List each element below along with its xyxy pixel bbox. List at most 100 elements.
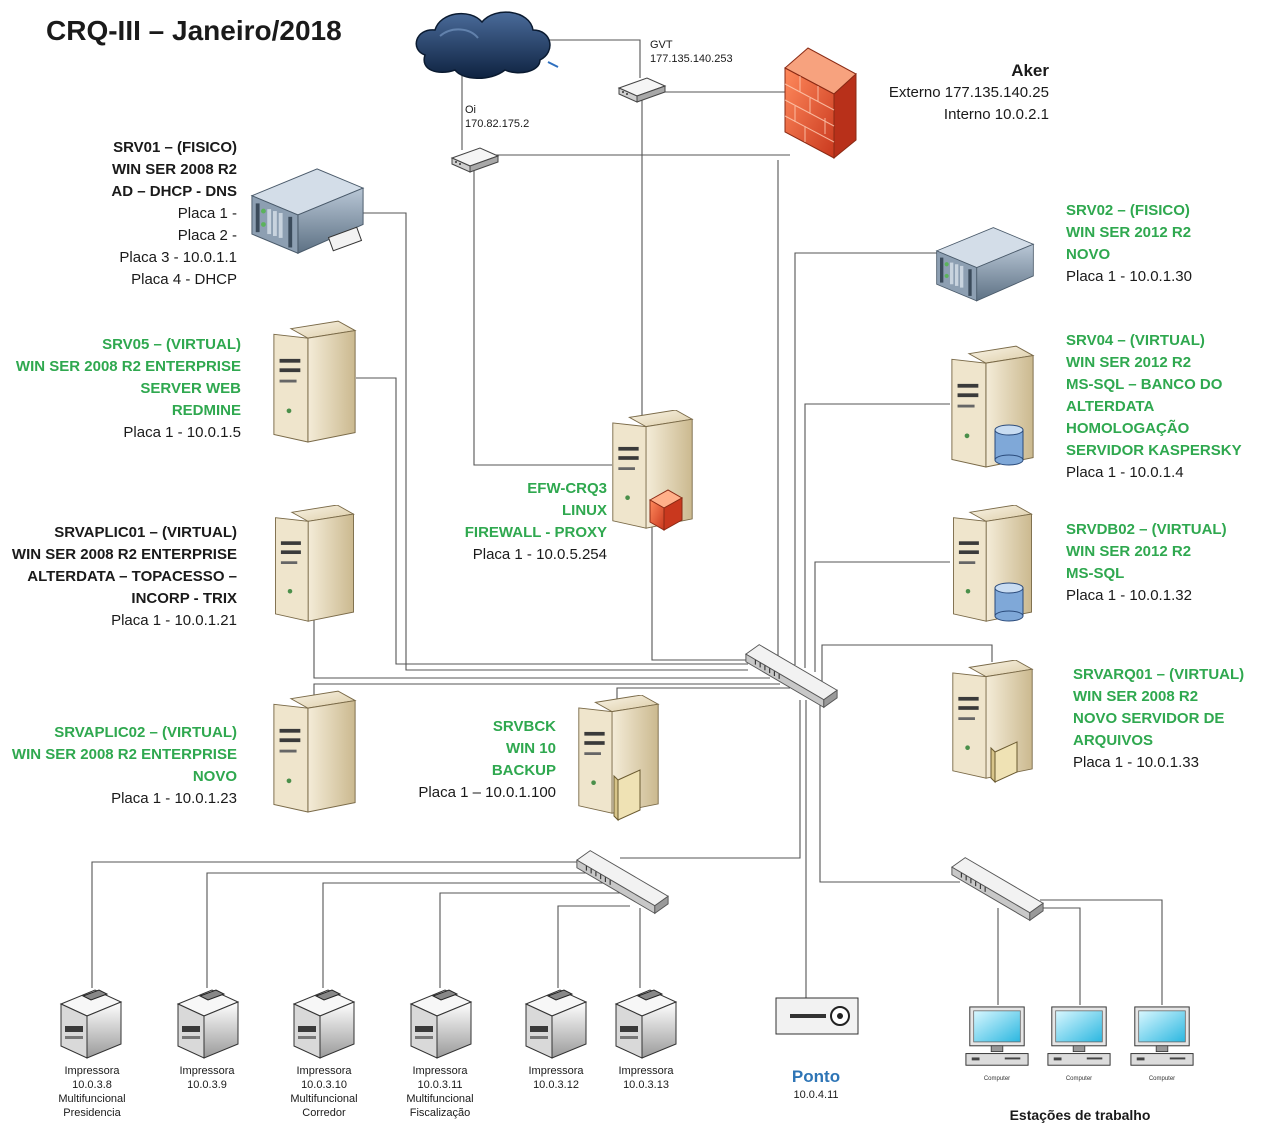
srvarq01-line: NOVO SERVIDOR DE — [1073, 710, 1225, 727]
oi-name: Oi — [465, 104, 476, 116]
page-title: CRQ-III – Janeiro/2018 — [46, 15, 342, 46]
srvarq01-line: SRVARQ01 – (VIRTUAL) — [1073, 666, 1245, 683]
srv01-line: SRV01 – (FISICO) — [113, 139, 237, 156]
printer-icon — [615, 989, 677, 1059]
efw-line: FIREWALL - PROXY — [464, 524, 607, 541]
printer-label: Impressora 10.0.3.9 — [157, 1064, 257, 1092]
computer-label: Computer — [1065, 1076, 1093, 1082]
printer-line: Impressora — [296, 1065, 352, 1077]
oi-ip: 170.82.175.2 — [465, 118, 530, 130]
printer-line: 10.0.3.9 — [187, 1079, 227, 1091]
printer-icon — [525, 989, 587, 1059]
computer-icon — [1130, 1006, 1194, 1066]
core-switch-icon — [745, 644, 838, 708]
printer-line: Presidencia — [63, 1107, 121, 1119]
srvaplic01-line: INCORP - TRIX — [131, 590, 237, 607]
printer-line: Multifuncional — [58, 1093, 126, 1105]
workstations-caption: Estações de trabalho — [1009, 1107, 1151, 1123]
srv04-label: SRV04 – (VIRTUAL) WIN SER 2012 R2 MS-SQL… — [1066, 330, 1242, 484]
printer-line: Impressora — [64, 1065, 120, 1077]
oi-modem-icon — [451, 147, 499, 173]
srvdb02-line: MS-SQL — [1066, 565, 1125, 582]
printer-icon — [410, 989, 472, 1059]
srvaplic01-placa: Placa 1 - 10.0.1.21 — [111, 612, 237, 629]
printer-label: Impressora 10.0.3.11 Multifuncional Fisc… — [388, 1064, 492, 1120]
srv01-placa: Placa 3 - 10.0.1.1 — [119, 249, 237, 266]
ponto-label: Ponto 10.0.4.11 — [766, 1066, 866, 1102]
srv01-placa: Placa 4 - DHCP — [131, 271, 237, 288]
printer-icon — [293, 989, 355, 1059]
printer-line: 10.0.3.8 — [72, 1079, 112, 1091]
srvaplic02-line: NOVO — [192, 768, 237, 785]
printer-line: Impressora — [179, 1065, 235, 1077]
srvaplic02-placa: Placa 1 - 10.0.1.23 — [111, 790, 237, 807]
printer-line: 10.0.3.13 — [623, 1079, 669, 1091]
srv01-label: SRV01 – (FISICO) WIN SER 2008 R2 AD – DH… — [111, 137, 237, 291]
srv05-placa: Placa 1 - 10.0.1.5 — [123, 424, 241, 441]
computer-label: Computer — [1148, 1076, 1176, 1082]
srvaplic02-line: SRVAPLIC02 – (VIRTUAL) — [54, 724, 237, 741]
efw-firewall-badge-icon — [648, 489, 684, 531]
ponto-name: Ponto — [791, 1067, 841, 1086]
srvbck-folder-icon — [613, 769, 641, 822]
srv04-line: SRV04 – (VIRTUAL) — [1066, 332, 1205, 349]
srv02-line: WIN SER 2012 R2 — [1066, 224, 1192, 241]
aker-label: Aker Externo 177.135.140.25 Interno 10.0… — [889, 60, 1049, 126]
printer-line: Fiscalização — [409, 1107, 471, 1119]
srv05-line: SERVER WEB — [140, 380, 241, 397]
printer-label: Impressora 10.0.3.13 — [598, 1064, 694, 1092]
printer-label: Impressora 10.0.3.8 Multifuncional Presi… — [40, 1064, 144, 1120]
srvarq01-folder-icon — [990, 741, 1018, 784]
aker-interno: Interno 10.0.2.1 — [943, 106, 1049, 123]
srvdb02-line: WIN SER 2012 R2 — [1066, 543, 1192, 560]
aker-name: Aker — [1011, 61, 1049, 80]
computer-icon — [1047, 1006, 1111, 1066]
srvaplic02-line: WIN SER 2008 R2 ENTERPRISE — [11, 746, 237, 763]
srv05-server-icon — [273, 320, 356, 443]
srvbck-line: WIN 10 — [505, 740, 556, 757]
srvarq01-placa: Placa 1 - 10.0.1.33 — [1073, 754, 1199, 771]
srv05-line: REDMINE — [171, 402, 241, 419]
ponto-ip: 10.0.4.11 — [793, 1089, 839, 1101]
efw-line: EFW-CRQ3 — [527, 480, 607, 497]
gvt-modem-icon — [618, 77, 666, 103]
srv05-label: SRV05 – (VIRTUAL) WIN SER 2008 R2 ENTERP… — [16, 334, 241, 444]
gvt-ip: 177.135.140.253 — [650, 53, 733, 65]
srvaplic01-label: SRVAPLIC01 – (VIRTUAL) WIN SER 2008 R2 E… — [12, 522, 237, 632]
printer-line: Multifuncional — [406, 1093, 474, 1105]
srv05-line: SRV05 – (VIRTUAL) — [102, 336, 241, 353]
gvt-label: GVT 177.135.140.253 — [650, 38, 733, 66]
srv04-line: WIN SER 2012 R2 — [1066, 354, 1192, 371]
srvdb02-database-icon — [994, 582, 1024, 622]
srv05-line: WIN SER 2008 R2 ENTERPRISE — [15, 358, 241, 375]
printer-line: Multifuncional — [290, 1093, 358, 1105]
srvaplic02-server-icon — [273, 690, 356, 813]
aker-externo: Externo 177.135.140.25 — [888, 84, 1049, 101]
printer-icon — [177, 989, 239, 1059]
srvdb02-placa: Placa 1 - 10.0.1.32 — [1066, 587, 1192, 604]
computer-icon — [965, 1006, 1029, 1066]
printer-line: Impressora — [412, 1065, 468, 1077]
srvbck-line: SRVBCK — [492, 718, 556, 735]
oi-label: Oi 170.82.175.2 — [465, 103, 529, 131]
srvarq01-line: ARQUIVOS — [1073, 732, 1154, 749]
printer-line: Corredor — [302, 1107, 346, 1119]
srv01-placa: Placa 2 - — [177, 227, 237, 244]
srv01-line: AD – DHCP - DNS — [111, 183, 237, 200]
printer-line: 10.0.3.10 — [301, 1079, 347, 1091]
srvarq01-line: WIN SER 2008 R2 — [1073, 688, 1199, 705]
srv02-placa: Placa 1 - 10.0.1.30 — [1066, 268, 1192, 285]
gvt-name: GVT — [650, 39, 673, 51]
printer-line: 10.0.3.12 — [533, 1079, 579, 1091]
printer-label: Impressora 10.0.3.12 — [506, 1064, 606, 1092]
srv04-line: ALTERDATA — [1066, 398, 1155, 415]
srvbck-label: SRVBCK WIN 10 BACKUP Placa 1 – 10.0.1.10… — [418, 716, 556, 804]
srv01-line: WIN SER 2008 R2 — [111, 161, 237, 178]
printer-label: Impressora 10.0.3.10 Multifuncional Corr… — [272, 1064, 376, 1120]
efw-line: LINUX — [562, 502, 607, 519]
srvarq01-label: SRVARQ01 – (VIRTUAL) WIN SER 2008 R2 NOV… — [1073, 664, 1244, 774]
efw-placa: Placa 1 - 10.0.5.254 — [472, 546, 607, 563]
internet-cloud-icon — [415, 11, 551, 79]
srvaplic01-server-icon — [274, 505, 355, 622]
